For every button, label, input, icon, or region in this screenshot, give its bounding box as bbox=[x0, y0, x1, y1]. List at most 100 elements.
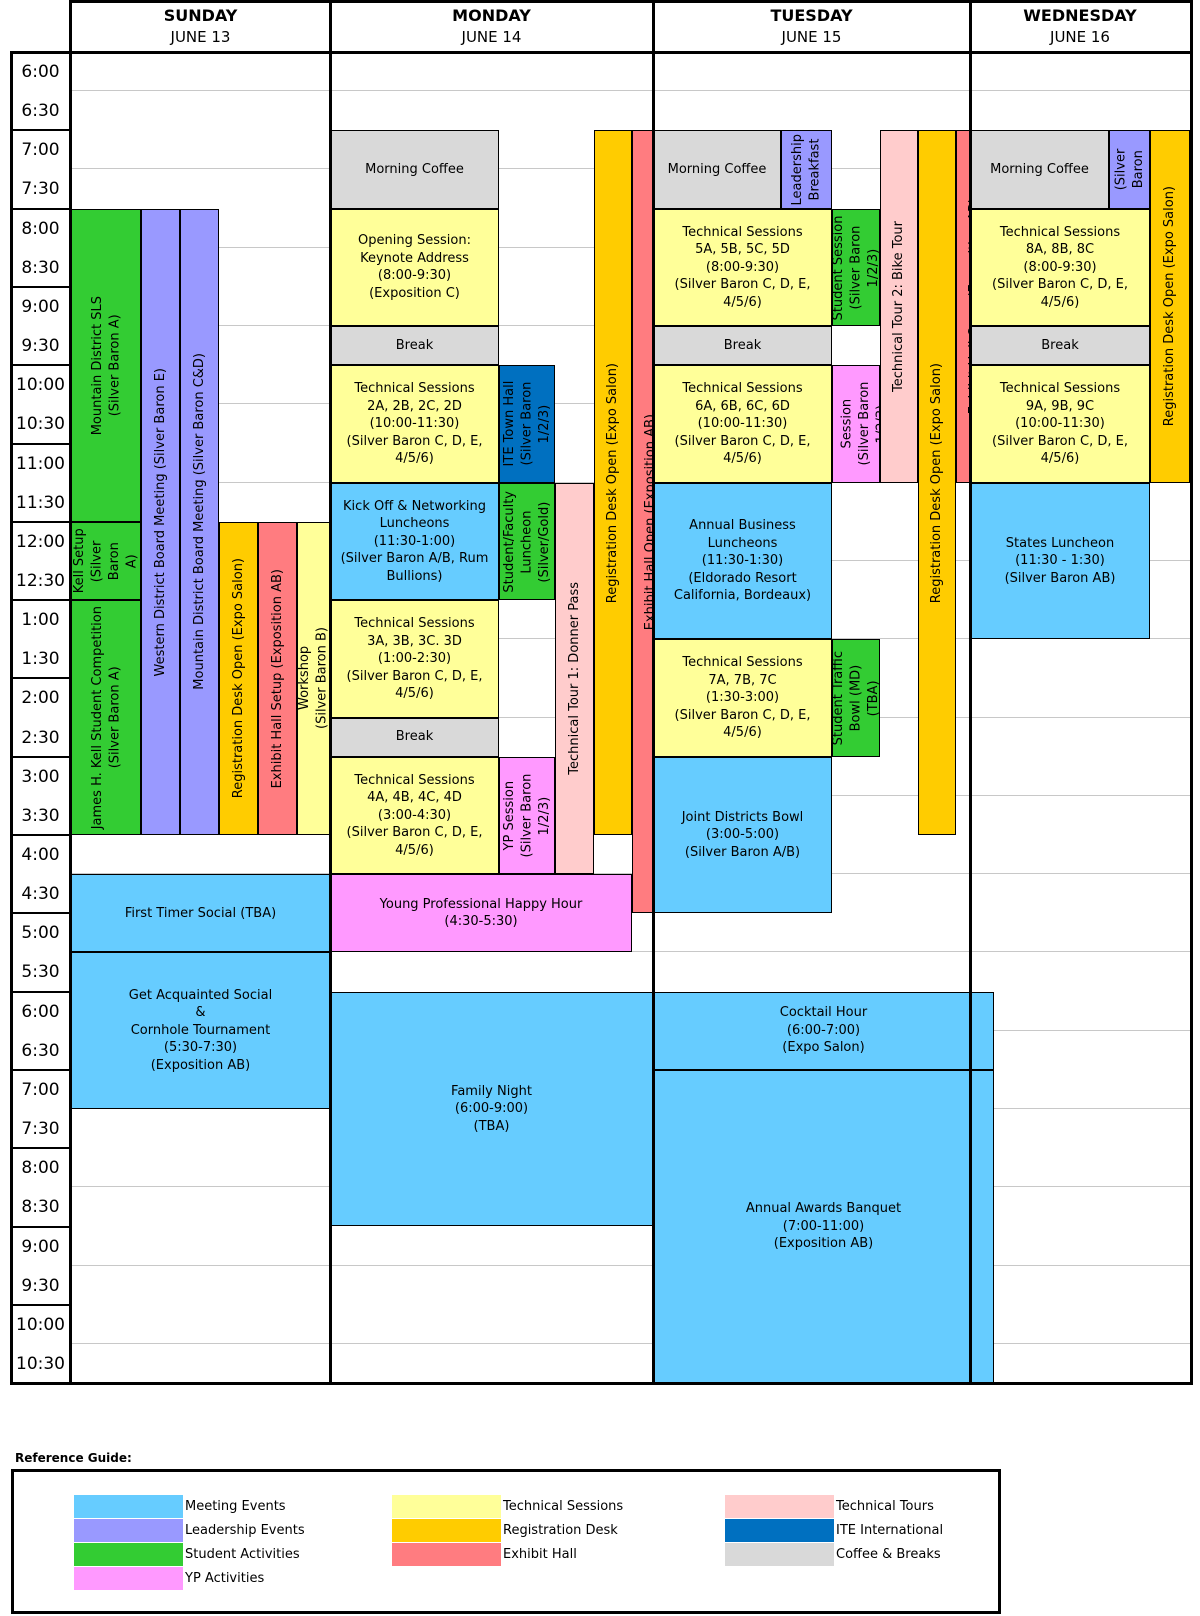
event-technical: Technical Sessions 2A, 2B, 2C, 2D (10:00… bbox=[330, 365, 499, 483]
time-label: 4:00 bbox=[21, 845, 60, 865]
time-label: 1:30 bbox=[21, 649, 60, 670]
event-coffee: Morning Coffee bbox=[653, 130, 781, 209]
event-label: Break bbox=[395, 337, 434, 353]
time-label: 6:00 bbox=[21, 1001, 60, 1022]
time-label: 7:00 bbox=[21, 1079, 60, 1100]
event-label: Cocktail Hour (6:00-7:00) (Expo Salon) bbox=[779, 1005, 868, 1056]
time-label: 8:30 bbox=[21, 1197, 60, 1218]
time-label: 7:30 bbox=[21, 1119, 60, 1140]
event-label: Break bbox=[395, 729, 434, 745]
event-label: Technical Sessions 4A, 4B, 4C, 4D (3:00-… bbox=[346, 772, 483, 858]
day-name: SUNDAY bbox=[163, 6, 238, 25]
legend-swatch-coffee bbox=[725, 1543, 834, 1566]
event-label: Technical Sessions 5A, 5B, 5C, 5D (8:00-… bbox=[674, 224, 811, 310]
event-label: Joint Districts Bowl (3:00-5:00) (Silver… bbox=[681, 809, 804, 860]
grid-line bbox=[11, 755, 71, 758]
time-label: 9:00 bbox=[21, 1236, 60, 1257]
event-technical: Technical Sessions 6A, 6B, 6C, 6D (10:00… bbox=[653, 365, 832, 483]
grid-line bbox=[11, 442, 71, 445]
event-label: Technical Sessions 9A, 9B, 9C (10:00-11:… bbox=[992, 381, 1128, 467]
day-name: TUESDAY bbox=[770, 6, 853, 25]
event-technical: Technical Sessions 3A, 3B, 3C. 3D (1:00-… bbox=[330, 600, 499, 718]
grid-line bbox=[11, 1303, 71, 1306]
legend-swatch-ite bbox=[725, 1519, 834, 1542]
time-label: 10:30 bbox=[16, 1353, 65, 1374]
grid-line bbox=[11, 677, 71, 680]
grid-line bbox=[71, 1342, 1190, 1344]
event-label: Family Night (6:00-9:00) (TBA) bbox=[451, 1083, 532, 1134]
legend-swatch-student bbox=[74, 1543, 183, 1566]
event-meeting: Family Night (6:00-9:00) (TBA) bbox=[330, 991, 653, 1227]
grid-line bbox=[11, 1068, 71, 1071]
event-leadership: Western District Board Meeting (Silver B… bbox=[141, 208, 180, 835]
time-label: 12:30 bbox=[16, 570, 65, 591]
event-registration: Registration Desk Open (Expo Salon) bbox=[1150, 130, 1190, 483]
legend-label: Student Activities bbox=[185, 1547, 300, 1562]
event-student: Student/Faculty Luncheon (Silver/Gold) bbox=[499, 482, 555, 601]
event-label: Annual Business Luncheons (11:30-1:30) (… bbox=[673, 518, 812, 604]
event-meeting: Cocktail Hour (6:00-7:00) (Expo Salon) bbox=[653, 991, 994, 1070]
event-student: Student Traffic Bowl (MD) (TBA) bbox=[832, 639, 880, 757]
event-registration: Registration Desk Open (Expo Salon) bbox=[219, 521, 258, 835]
grid-line bbox=[11, 599, 71, 602]
time-label: 8:00 bbox=[21, 1158, 60, 1179]
grid-line bbox=[71, 90, 1190, 92]
time-label: 7:00 bbox=[21, 140, 60, 161]
legend-swatch-technical bbox=[392, 1495, 501, 1518]
time-label: 7:30 bbox=[21, 179, 60, 200]
grid-line bbox=[11, 1225, 71, 1228]
time-label: 11:00 bbox=[16, 453, 65, 474]
event-yp: YP Session (Silver Baron 1/2/3) bbox=[499, 756, 555, 875]
event-meeting: Kick Off & Networking Luncheons (11:30-1… bbox=[330, 482, 499, 601]
event-technical: Technical Sessions 8A, 8B, 8C (8:00-9:30… bbox=[970, 208, 1150, 327]
day-date: JUNE 14 bbox=[461, 28, 522, 46]
event-coffee: Break bbox=[970, 326, 1150, 366]
event-coffee: Break bbox=[653, 326, 832, 366]
event-student: Mountain District SLS (Silver Baron A) bbox=[71, 208, 141, 522]
time-label: 12:00 bbox=[16, 531, 65, 552]
legend-label: Exhibit Hall bbox=[503, 1547, 577, 1562]
day-date: JUNE 15 bbox=[781, 28, 842, 46]
time-label: 9:00 bbox=[21, 296, 60, 317]
event-registration: Registration Desk Open (Expo Salon) bbox=[594, 130, 632, 835]
event-technical: Opening Session: Keynote Address (8:00-9… bbox=[330, 208, 499, 327]
time-label: 5:00 bbox=[21, 923, 60, 944]
event-coffee: Morning Coffee bbox=[970, 130, 1109, 209]
grid-line bbox=[71, 873, 1190, 875]
legend-label: Registration Desk bbox=[503, 1523, 618, 1538]
legend-label: Leadership Events bbox=[185, 1523, 305, 1538]
day-header-tuesday: TUESDAY JUNE 15 bbox=[653, 2, 970, 51]
time-label: 9:30 bbox=[21, 336, 60, 357]
event-label: Morning Coffee bbox=[667, 161, 767, 177]
time-label: 10:30 bbox=[16, 414, 65, 435]
event-technical: Technical Sessions 7A, 7B, 7C (1:30-3:00… bbox=[653, 639, 832, 757]
day-name: WEDNESDAY bbox=[1023, 6, 1137, 25]
time-label: 9:30 bbox=[21, 1275, 60, 1296]
event-coffee: Break bbox=[330, 717, 499, 757]
event-meeting: First Timer Social (TBA) bbox=[71, 874, 330, 953]
time-label: 3:30 bbox=[21, 805, 60, 826]
event-meeting: States Luncheon (11:30 - 1:30) (Silver B… bbox=[970, 482, 1150, 640]
event-student: Student Session (Silver Baron 1/2/3) bbox=[832, 208, 880, 327]
grid-line bbox=[11, 912, 71, 915]
time-label: 11:30 bbox=[16, 492, 65, 513]
grid-line bbox=[11, 834, 71, 836]
grid-line bbox=[11, 207, 71, 210]
time-label: 4:30 bbox=[21, 884, 60, 905]
day-separator bbox=[329, 0, 332, 1386]
time-column-frame bbox=[10, 51, 72, 1386]
day-date: JUNE 13 bbox=[170, 28, 231, 46]
event-label: Break bbox=[723, 337, 762, 353]
event-yp: CG Panel Session (Silver Baron 1/2/3) bbox=[832, 365, 880, 483]
time-label: 10:00 bbox=[16, 1314, 65, 1335]
legend-swatch-meeting bbox=[74, 1495, 183, 1518]
event-coffee: Morning Coffee bbox=[330, 130, 499, 209]
event-technical: Workshop (Silver Baron B) bbox=[297, 521, 330, 835]
legend-label: Coffee & Breaks bbox=[836, 1547, 941, 1562]
day-separator bbox=[969, 0, 972, 1386]
legend-swatch-registration bbox=[392, 1519, 501, 1542]
event-label: Technical Sessions 2A, 2B, 2C, 2D (10:00… bbox=[346, 381, 483, 467]
time-label: 8:30 bbox=[21, 257, 60, 278]
event-label: Get Acquainted Social & Cornhole Tournam… bbox=[128, 987, 273, 1073]
time-label: 2:30 bbox=[21, 727, 60, 748]
